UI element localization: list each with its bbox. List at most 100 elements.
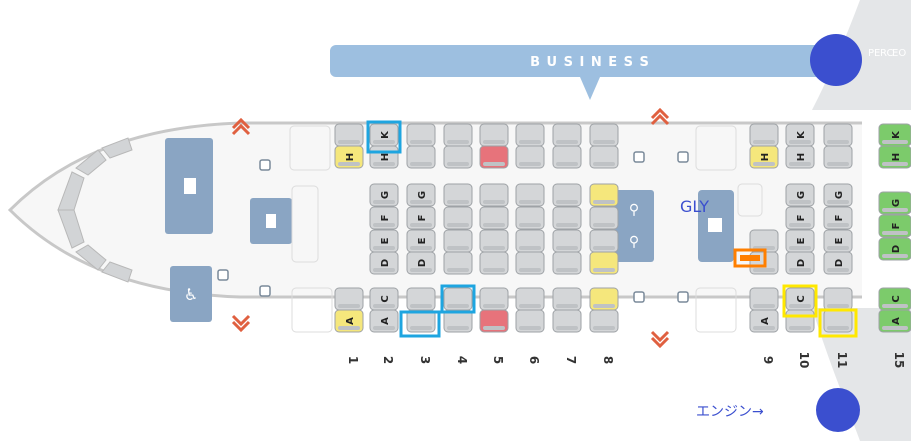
seat-row4-e[interactable] [443, 229, 473, 253]
seat-row9-k[interactable] [749, 123, 779, 147]
seat-row3-e[interactable]: E [406, 229, 436, 253]
seat-row10-k[interactable]: K [785, 123, 815, 147]
seat-row2-g[interactable]: G [369, 183, 399, 207]
seat-row2-k[interactable]: K [369, 123, 399, 147]
seat-row7-c[interactable] [552, 287, 582, 311]
seat-letter: C [796, 295, 807, 302]
seat-letter: A [891, 317, 902, 325]
seat-row1-k[interactable] [334, 123, 364, 147]
seat-row5-d[interactable] [479, 251, 509, 275]
seat-row15-c[interactable]: C [878, 287, 911, 311]
seat-row6-h[interactable] [515, 145, 545, 169]
seat-highlights [366, 120, 858, 338]
seat-row2-f[interactable]: F [369, 206, 399, 230]
seat-row4-k[interactable] [443, 123, 473, 147]
seat-letter: E [417, 237, 428, 244]
seat-row9-h[interactable]: H [749, 145, 779, 169]
seat-row5-h[interactable] [479, 145, 509, 169]
lavatory-icon: ♿ [184, 285, 198, 304]
seat-row15-h[interactable]: H [878, 145, 911, 169]
seat-row11-h[interactable] [823, 145, 853, 169]
seat-row7-a[interactable] [552, 309, 582, 333]
lavatory-front [170, 266, 212, 322]
seat-row2-d[interactable]: D [369, 251, 399, 275]
seat-row11-k[interactable] [823, 123, 853, 147]
seat-row8-c[interactable] [589, 287, 619, 311]
seat-row7-k[interactable] [552, 123, 582, 147]
seat-row7-e[interactable] [552, 229, 582, 253]
seat-row10-h[interactable]: H [785, 145, 815, 169]
seat-row6-a[interactable] [515, 309, 545, 333]
seat-row4-f[interactable] [443, 206, 473, 230]
seat-row11-f[interactable]: F [823, 206, 853, 230]
seat-row5-c[interactable] [479, 287, 509, 311]
seat-row15-d[interactable]: D [878, 237, 911, 261]
seat-row3-h[interactable] [406, 145, 436, 169]
seat-row10-e[interactable]: E [785, 229, 815, 253]
seat-row7-h[interactable] [552, 145, 582, 169]
seat-row3-c[interactable] [406, 287, 436, 311]
seat-row6-g[interactable] [515, 183, 545, 207]
seat-row6-d[interactable] [515, 251, 545, 275]
seat-row10-c[interactable]: C [785, 287, 815, 311]
seat-row8-f[interactable] [589, 206, 619, 230]
seat-row8-a[interactable] [589, 309, 619, 333]
seat-row15-a[interactable]: A [878, 309, 911, 333]
seat-row10-d[interactable]: D [785, 251, 815, 275]
seat-row1-c[interactable] [334, 287, 364, 311]
seat-row4-h[interactable] [443, 145, 473, 169]
seat-letter: G [796, 191, 807, 199]
seat-row8-h[interactable] [589, 145, 619, 169]
seat-row6-c[interactable] [515, 287, 545, 311]
side-label: EO [892, 48, 906, 59]
seat-row10-g[interactable]: G [785, 183, 815, 207]
seat-row7-g[interactable] [552, 183, 582, 207]
seat-row8-g[interactable] [589, 183, 619, 207]
seat-row15-g[interactable]: G [878, 191, 911, 215]
seat-row3-d[interactable]: D [406, 251, 436, 275]
seat-row4-g[interactable] [443, 183, 473, 207]
seat-row10-a[interactable] [785, 309, 815, 333]
seat-row11-d[interactable]: D [823, 251, 853, 275]
seat-row11-g[interactable]: G [823, 183, 853, 207]
seat-row8-k[interactable] [589, 123, 619, 147]
seat-row15-f[interactable]: F [878, 214, 911, 238]
seat-row3-a[interactable] [406, 309, 436, 333]
seat-row6-k[interactable] [515, 123, 545, 147]
seat-row5-g[interactable] [479, 183, 509, 207]
seat-row9-c[interactable] [749, 287, 779, 311]
seat-row8-e[interactable] [589, 229, 619, 253]
seat-row7-d[interactable] [552, 251, 582, 275]
seat-row6-e[interactable] [515, 229, 545, 253]
seat-row5-k[interactable] [479, 123, 509, 147]
seat-row5-a[interactable] [479, 309, 509, 333]
seat-row2-h[interactable]: H [369, 145, 399, 169]
seat-row2-a[interactable]: A [369, 309, 399, 333]
seat-row1-h[interactable]: H [334, 145, 364, 169]
seat-row15-k[interactable]: K [878, 123, 911, 147]
seat-row3-k[interactable] [406, 123, 436, 147]
seat-row5-e[interactable] [479, 229, 509, 253]
seat-row11-e[interactable]: E [823, 229, 853, 253]
lavatory-mid [614, 190, 654, 262]
seat-row3-g[interactable]: G [406, 183, 436, 207]
seat-row4-a[interactable] [443, 309, 473, 333]
row-number: 11 [835, 352, 849, 369]
seat-row3-f[interactable]: F [406, 206, 436, 230]
seat-letter: H [891, 153, 902, 161]
seat-row6-f[interactable] [515, 206, 545, 230]
window-markers [217, 151, 689, 303]
seat-row2-c[interactable]: C [369, 287, 399, 311]
engine-marker-lower [816, 388, 860, 432]
seat-row10-f[interactable]: F [785, 206, 815, 230]
seat-row8-d[interactable] [589, 251, 619, 275]
seat-row5-f[interactable] [479, 206, 509, 230]
seat-row7-f[interactable] [552, 206, 582, 230]
seat-row1-a[interactable]: A [334, 309, 364, 333]
seat-row11-c[interactable] [823, 287, 853, 311]
seat-row9-a[interactable]: A [749, 309, 779, 333]
seat-row4-c[interactable] [443, 287, 473, 311]
seat-row2-e[interactable]: E [369, 229, 399, 253]
seat-row4-d[interactable] [443, 251, 473, 275]
seat-row11-a[interactable] [823, 309, 853, 333]
